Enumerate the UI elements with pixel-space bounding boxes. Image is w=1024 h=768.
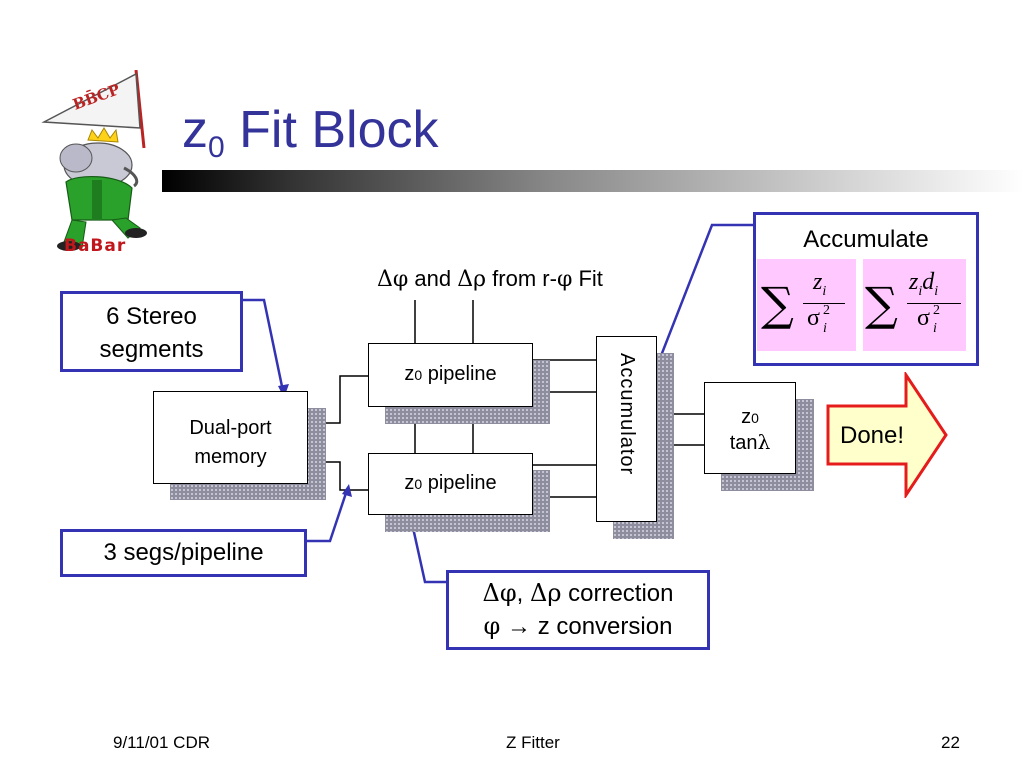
input-label: Δφ and Δρ from r-φ Fit [377,266,603,292]
accumulator-block: Accumulator [596,336,657,522]
title-underline-bar [162,170,1024,192]
babar-logo: BB̄CP BaBar [36,69,166,260]
logo-name: BaBar [64,236,127,256]
segs-per-pipeline-callout: 3 segs/pipeline [60,529,307,577]
phi-symbol: φ [556,267,573,292]
footer-title: Z Fitter [506,733,560,752]
lambda-symbol: λ [757,430,771,454]
done-arrow: Done! [826,370,950,500]
dual-port-memory-block: Dual-port memory [153,391,308,484]
footer-date: 9/11/01 CDR [113,733,211,752]
right-arrow-icon [826,370,948,500]
z0-pipeline-top: z0 pipeline [368,343,533,407]
stereo-segments-callout: 6 Stereo segments [60,291,243,372]
page-title: z0 Fit Block [182,101,439,164]
delta-rho-symbol: Δρ [457,267,487,292]
z0-tanlambda-output: z0 tanλ [704,382,796,474]
page-number: 22 [941,733,960,752]
delta-phi-symbol: Δφ [377,267,409,292]
elephant-mascot-icon [41,69,147,251]
correction-callout: Δφ, Δρ correction φ → z conversion [446,570,710,650]
z0-pipeline-bottom: z0 pipeline [368,453,533,515]
